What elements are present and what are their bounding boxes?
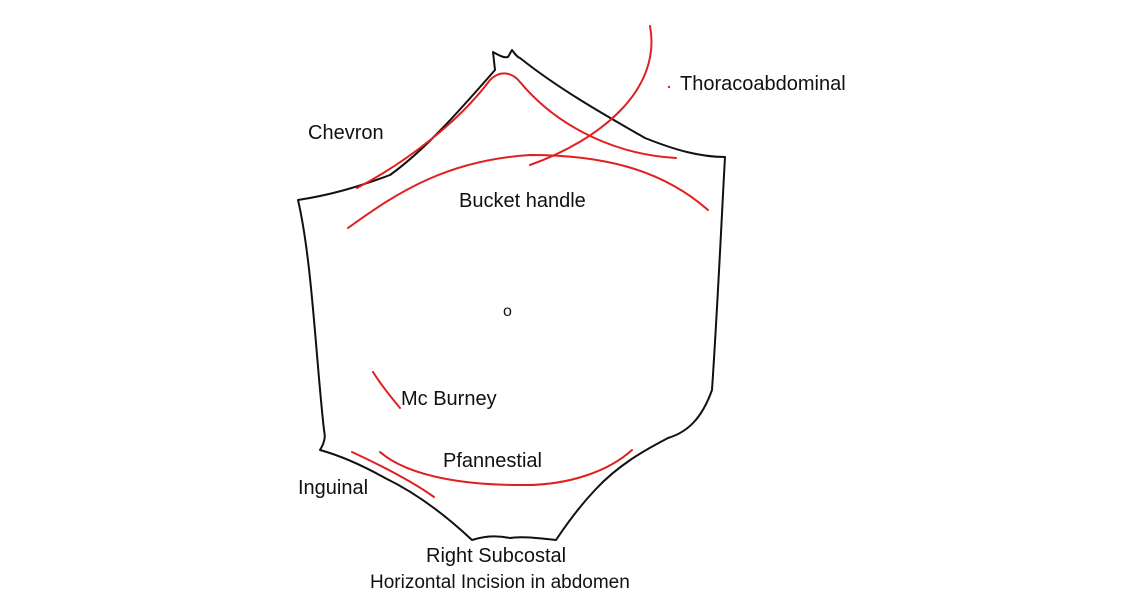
label-thoracoabdominal: Thoracoabdominal <box>680 73 846 95</box>
abdomen-outline <box>297 49 726 541</box>
umbilicus-mark: o <box>503 303 512 320</box>
chevron-incision <box>356 72 677 189</box>
diagram-caption: Horizontal Incision in abdomen <box>370 572 630 593</box>
pfannestial-incision <box>379 449 633 487</box>
inguinal-incision <box>351 451 435 498</box>
label-chevron: Chevron <box>308 122 384 144</box>
bucket-handle-incision <box>347 153 709 229</box>
label-inguinal: Inguinal <box>298 477 369 499</box>
label-mc-burney: Mc Burney <box>401 388 497 410</box>
thoracoabdominal-incision <box>529 25 653 166</box>
mc-burney-incision <box>372 371 401 409</box>
label-bucket-handle: Bucket handle <box>459 190 586 212</box>
thoracoabdominal-dot <box>667 85 671 89</box>
label-right-subcostal: Right Subcostal <box>426 545 567 567</box>
label-pfannestial: Pfannestial <box>443 450 542 472</box>
